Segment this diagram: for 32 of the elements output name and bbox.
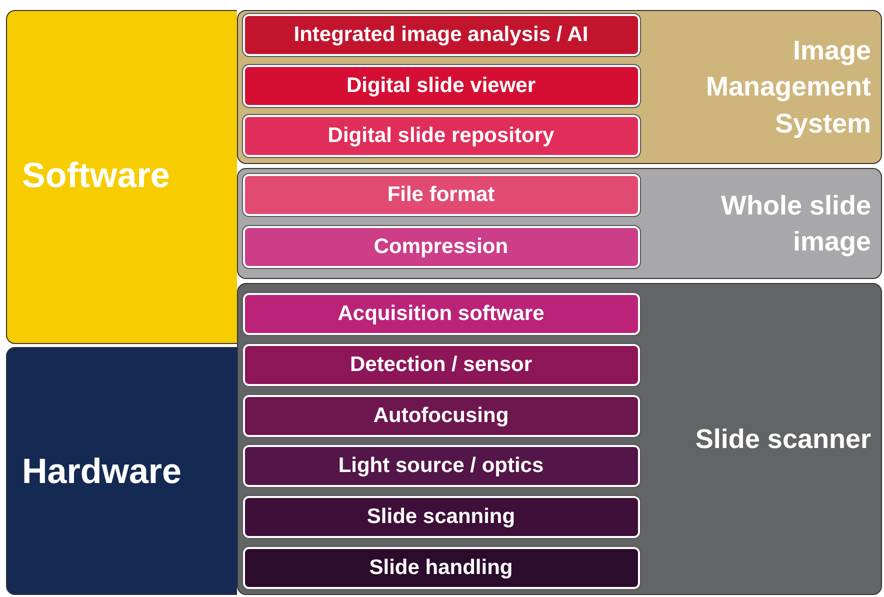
layer-bar: [242, 444, 640, 486]
layer-bar: [242, 496, 640, 538]
bar-label: Integrated image analysis / AI: [294, 22, 588, 46]
layer-bar: [242, 546, 640, 588]
layer-bar: [242, 394, 640, 436]
layer-bar: [242, 292, 640, 334]
bar-label: File format: [387, 182, 495, 206]
layer-bar: [242, 14, 640, 56]
layer-bar: [242, 114, 640, 156]
bar-label: Autofocusing: [373, 404, 509, 428]
group-label: Whole slide image: [720, 189, 871, 258]
category-panel: [6, 10, 237, 344]
bar-label: Light source / optics: [338, 454, 544, 478]
bar-label: Digital slide viewer: [346, 74, 536, 98]
group-panel: [237, 283, 882, 595]
layer-bar: [242, 174, 640, 216]
group-label: Image Management System: [704, 34, 871, 140]
group-panel: [237, 10, 882, 164]
bar-label: Acquisition software: [338, 302, 544, 326]
bar-label: Slide scanning: [366, 504, 516, 528]
category-panel: [6, 347, 237, 595]
group-label: Slide scanner: [694, 422, 871, 456]
layer-bar: [242, 226, 640, 268]
category-label: Hardware: [22, 452, 182, 492]
bar-label: Compression: [374, 234, 508, 258]
group-panel: [237, 168, 882, 279]
bar-label: Detection / sensor: [350, 352, 532, 376]
category-label: Software: [22, 156, 170, 196]
bar-label: Slide handling: [369, 556, 513, 580]
bar-label: Digital slide repository: [328, 124, 554, 148]
layer-bar: [242, 344, 640, 386]
layer-bar: [242, 64, 640, 106]
